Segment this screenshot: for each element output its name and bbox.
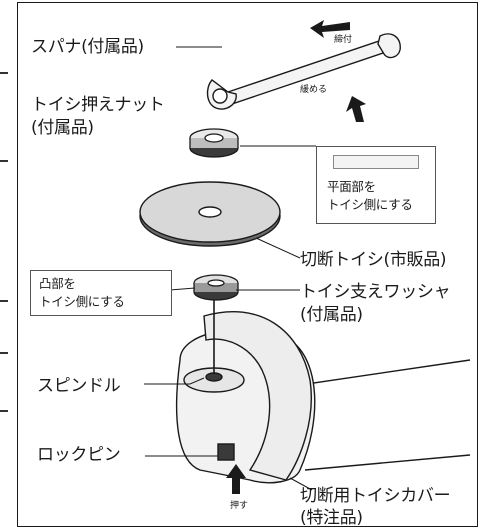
tighten-arrow-label: 締付 xyxy=(334,33,352,45)
margin-mark xyxy=(0,160,8,162)
washer-label-line2: (付属品) xyxy=(300,305,363,325)
cutting-disc-illustration xyxy=(139,181,281,247)
convex-side-note-line2: トイシ側にする xyxy=(39,294,125,309)
cover-label-line1: 切断用トイシカバー xyxy=(300,486,451,506)
flat-side-note-box: 平面部を トイシ側にする xyxy=(316,146,436,224)
washer-label-line1: トイシ支えワッシャ xyxy=(300,282,451,302)
spindle-label: スピンドル xyxy=(37,376,121,396)
washer-illustration xyxy=(193,274,239,301)
flat-side-note-line1: 平面部を xyxy=(327,179,376,194)
leader-lines xyxy=(144,46,316,491)
spanner-illustration xyxy=(206,33,401,110)
convex-side-note-line1: 凸部を xyxy=(39,276,76,291)
cover-label-line2: (特注品) xyxy=(300,508,363,528)
margin-mark xyxy=(0,72,8,74)
margin-mark xyxy=(0,352,8,354)
disc-label: 切断トイシ(市販品) xyxy=(300,250,447,270)
rotation-arrows xyxy=(310,20,366,122)
flat-side-note-line2: トイシ側にする xyxy=(327,197,413,212)
flange-nut-illustration xyxy=(189,128,239,158)
margin-mark xyxy=(0,410,8,412)
convex-side-note-box: 凸部を トイシ側にする xyxy=(30,270,172,316)
grinder-body-illustration xyxy=(175,300,471,484)
nut-label-line2: (付属品) xyxy=(31,118,94,138)
lockpin-label: ロックピン xyxy=(37,445,121,465)
flat-side-swatch xyxy=(333,155,419,169)
press-arrow-label: 押す xyxy=(230,499,248,511)
spanner-label: スパナ(付属品) xyxy=(31,37,144,57)
loosen-arrow-label: 緩める xyxy=(300,83,327,95)
nut-label-line1: トイシ押えナット xyxy=(31,95,165,115)
press-arrow xyxy=(226,464,246,494)
margin-mark xyxy=(0,300,8,302)
